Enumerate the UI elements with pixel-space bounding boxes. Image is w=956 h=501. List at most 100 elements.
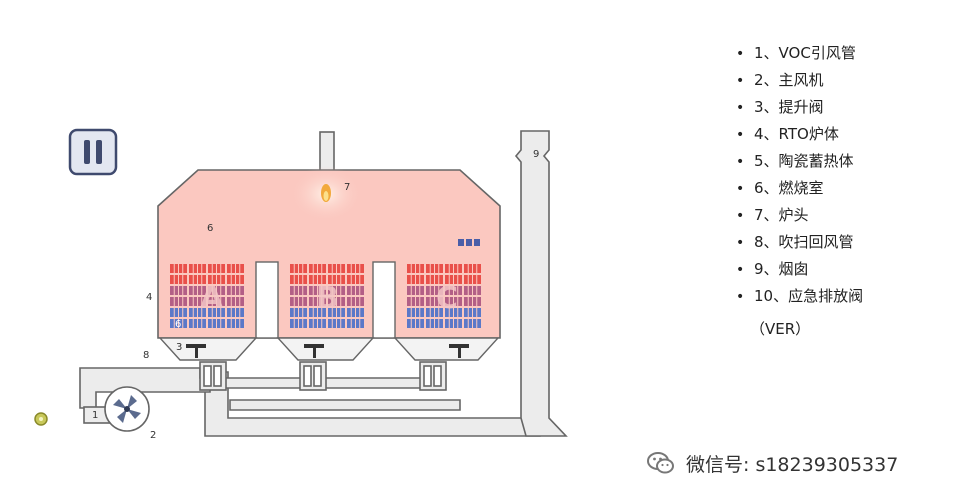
media-slit — [410, 286, 412, 295]
media-slit — [201, 264, 203, 273]
media-slit — [293, 308, 295, 317]
media-slit — [211, 275, 213, 284]
media-slit — [317, 275, 318, 284]
media-slit — [415, 275, 416, 284]
media-slit — [438, 286, 440, 295]
media-slit — [192, 308, 194, 317]
media-slit — [359, 319, 361, 328]
media-slit — [434, 297, 435, 306]
media-slit — [230, 319, 232, 328]
media-slit — [457, 286, 459, 295]
media-slit — [321, 319, 323, 328]
media-slit — [476, 286, 478, 295]
media-slit — [359, 264, 361, 273]
media-slit — [312, 286, 314, 295]
media-slit — [340, 308, 342, 317]
media-slit — [467, 308, 469, 317]
media-slit — [293, 264, 295, 273]
media-slit — [317, 264, 318, 273]
label-6-chamber: 6 — [207, 223, 213, 234]
media-slit — [317, 308, 318, 317]
media-slit — [331, 275, 333, 284]
media-slit — [216, 308, 217, 317]
media-slit — [419, 286, 421, 295]
media-slit — [438, 275, 440, 284]
media-slit — [355, 297, 356, 306]
media-slit — [336, 286, 337, 295]
media-slit — [355, 319, 356, 328]
media-slit — [448, 297, 450, 306]
media-slit — [331, 297, 333, 306]
media-slit — [410, 297, 412, 306]
media-slit — [434, 264, 435, 273]
media-slit — [350, 286, 352, 295]
media-slit — [192, 264, 194, 273]
media-slit — [230, 308, 232, 317]
media-slit — [429, 275, 431, 284]
media-slit — [235, 275, 236, 284]
media-slit — [434, 286, 435, 295]
media-slit — [239, 275, 241, 284]
media-slit — [355, 275, 356, 284]
media-slit — [476, 319, 478, 328]
chimney — [514, 130, 568, 437]
media-slit — [359, 297, 361, 306]
media-slit — [415, 319, 416, 328]
chamber-label-c: C — [436, 281, 458, 316]
media-slit — [298, 286, 299, 295]
watermark: 微信号: s18239305337 — [646, 448, 898, 478]
media-slit — [302, 297, 304, 306]
media-slit — [438, 264, 440, 273]
media-slit — [293, 297, 295, 306]
media-slit — [235, 264, 236, 273]
media-slit — [336, 275, 337, 284]
media-slit — [419, 297, 421, 306]
label-6-media: 6 — [175, 319, 181, 330]
media-slit — [197, 308, 198, 317]
media-slit — [350, 308, 352, 317]
legend-item: 3、提升阀 — [736, 94, 863, 121]
media-slit — [321, 297, 323, 306]
legend-item: 5、陶瓷蓄热体 — [736, 148, 863, 175]
media-slit — [410, 308, 412, 317]
media-slit — [415, 264, 416, 273]
legend-item: 10、应急排放阀 — [736, 283, 863, 310]
inlet-indicator — [34, 412, 48, 426]
media-slit — [235, 319, 236, 328]
media-slit — [476, 308, 478, 317]
media-slit — [340, 319, 342, 328]
media-slit — [312, 308, 314, 317]
label-3: 3 — [176, 342, 182, 353]
media-slit — [312, 275, 314, 284]
media-slit — [235, 308, 236, 317]
chamber-label-a: A — [200, 281, 224, 316]
media-slit — [302, 286, 304, 295]
component-legend: 1、VOC引风管 2、主风机 3、提升阀 4、RTO炉体 5、陶瓷蓄热体 6、燃… — [736, 40, 863, 310]
media-slit — [350, 275, 352, 284]
media-slit — [239, 286, 241, 295]
media-slit — [211, 319, 213, 328]
media-slit — [302, 264, 304, 273]
media-slit — [476, 264, 478, 273]
media-slit — [472, 275, 473, 284]
media-slit — [211, 308, 213, 317]
media-slit — [331, 308, 333, 317]
media-slit — [438, 308, 440, 317]
media-slit — [201, 275, 203, 284]
fan-icon — [104, 386, 150, 432]
pause-button[interactable] — [68, 128, 118, 176]
media-slit — [457, 308, 459, 317]
media-slit — [293, 286, 295, 295]
media-slit — [182, 264, 184, 273]
media-slit — [173, 286, 175, 295]
media-slit — [182, 319, 184, 328]
media-slit — [302, 275, 304, 284]
legend-item: 7、炉头 — [736, 202, 863, 229]
media-slit — [197, 264, 198, 273]
ceramic-media — [170, 264, 481, 328]
media-slit — [336, 308, 337, 317]
media-slit — [457, 264, 459, 273]
media-slit — [317, 297, 318, 306]
legend-item: 9、烟囱 — [736, 256, 863, 283]
media-slit — [453, 275, 454, 284]
